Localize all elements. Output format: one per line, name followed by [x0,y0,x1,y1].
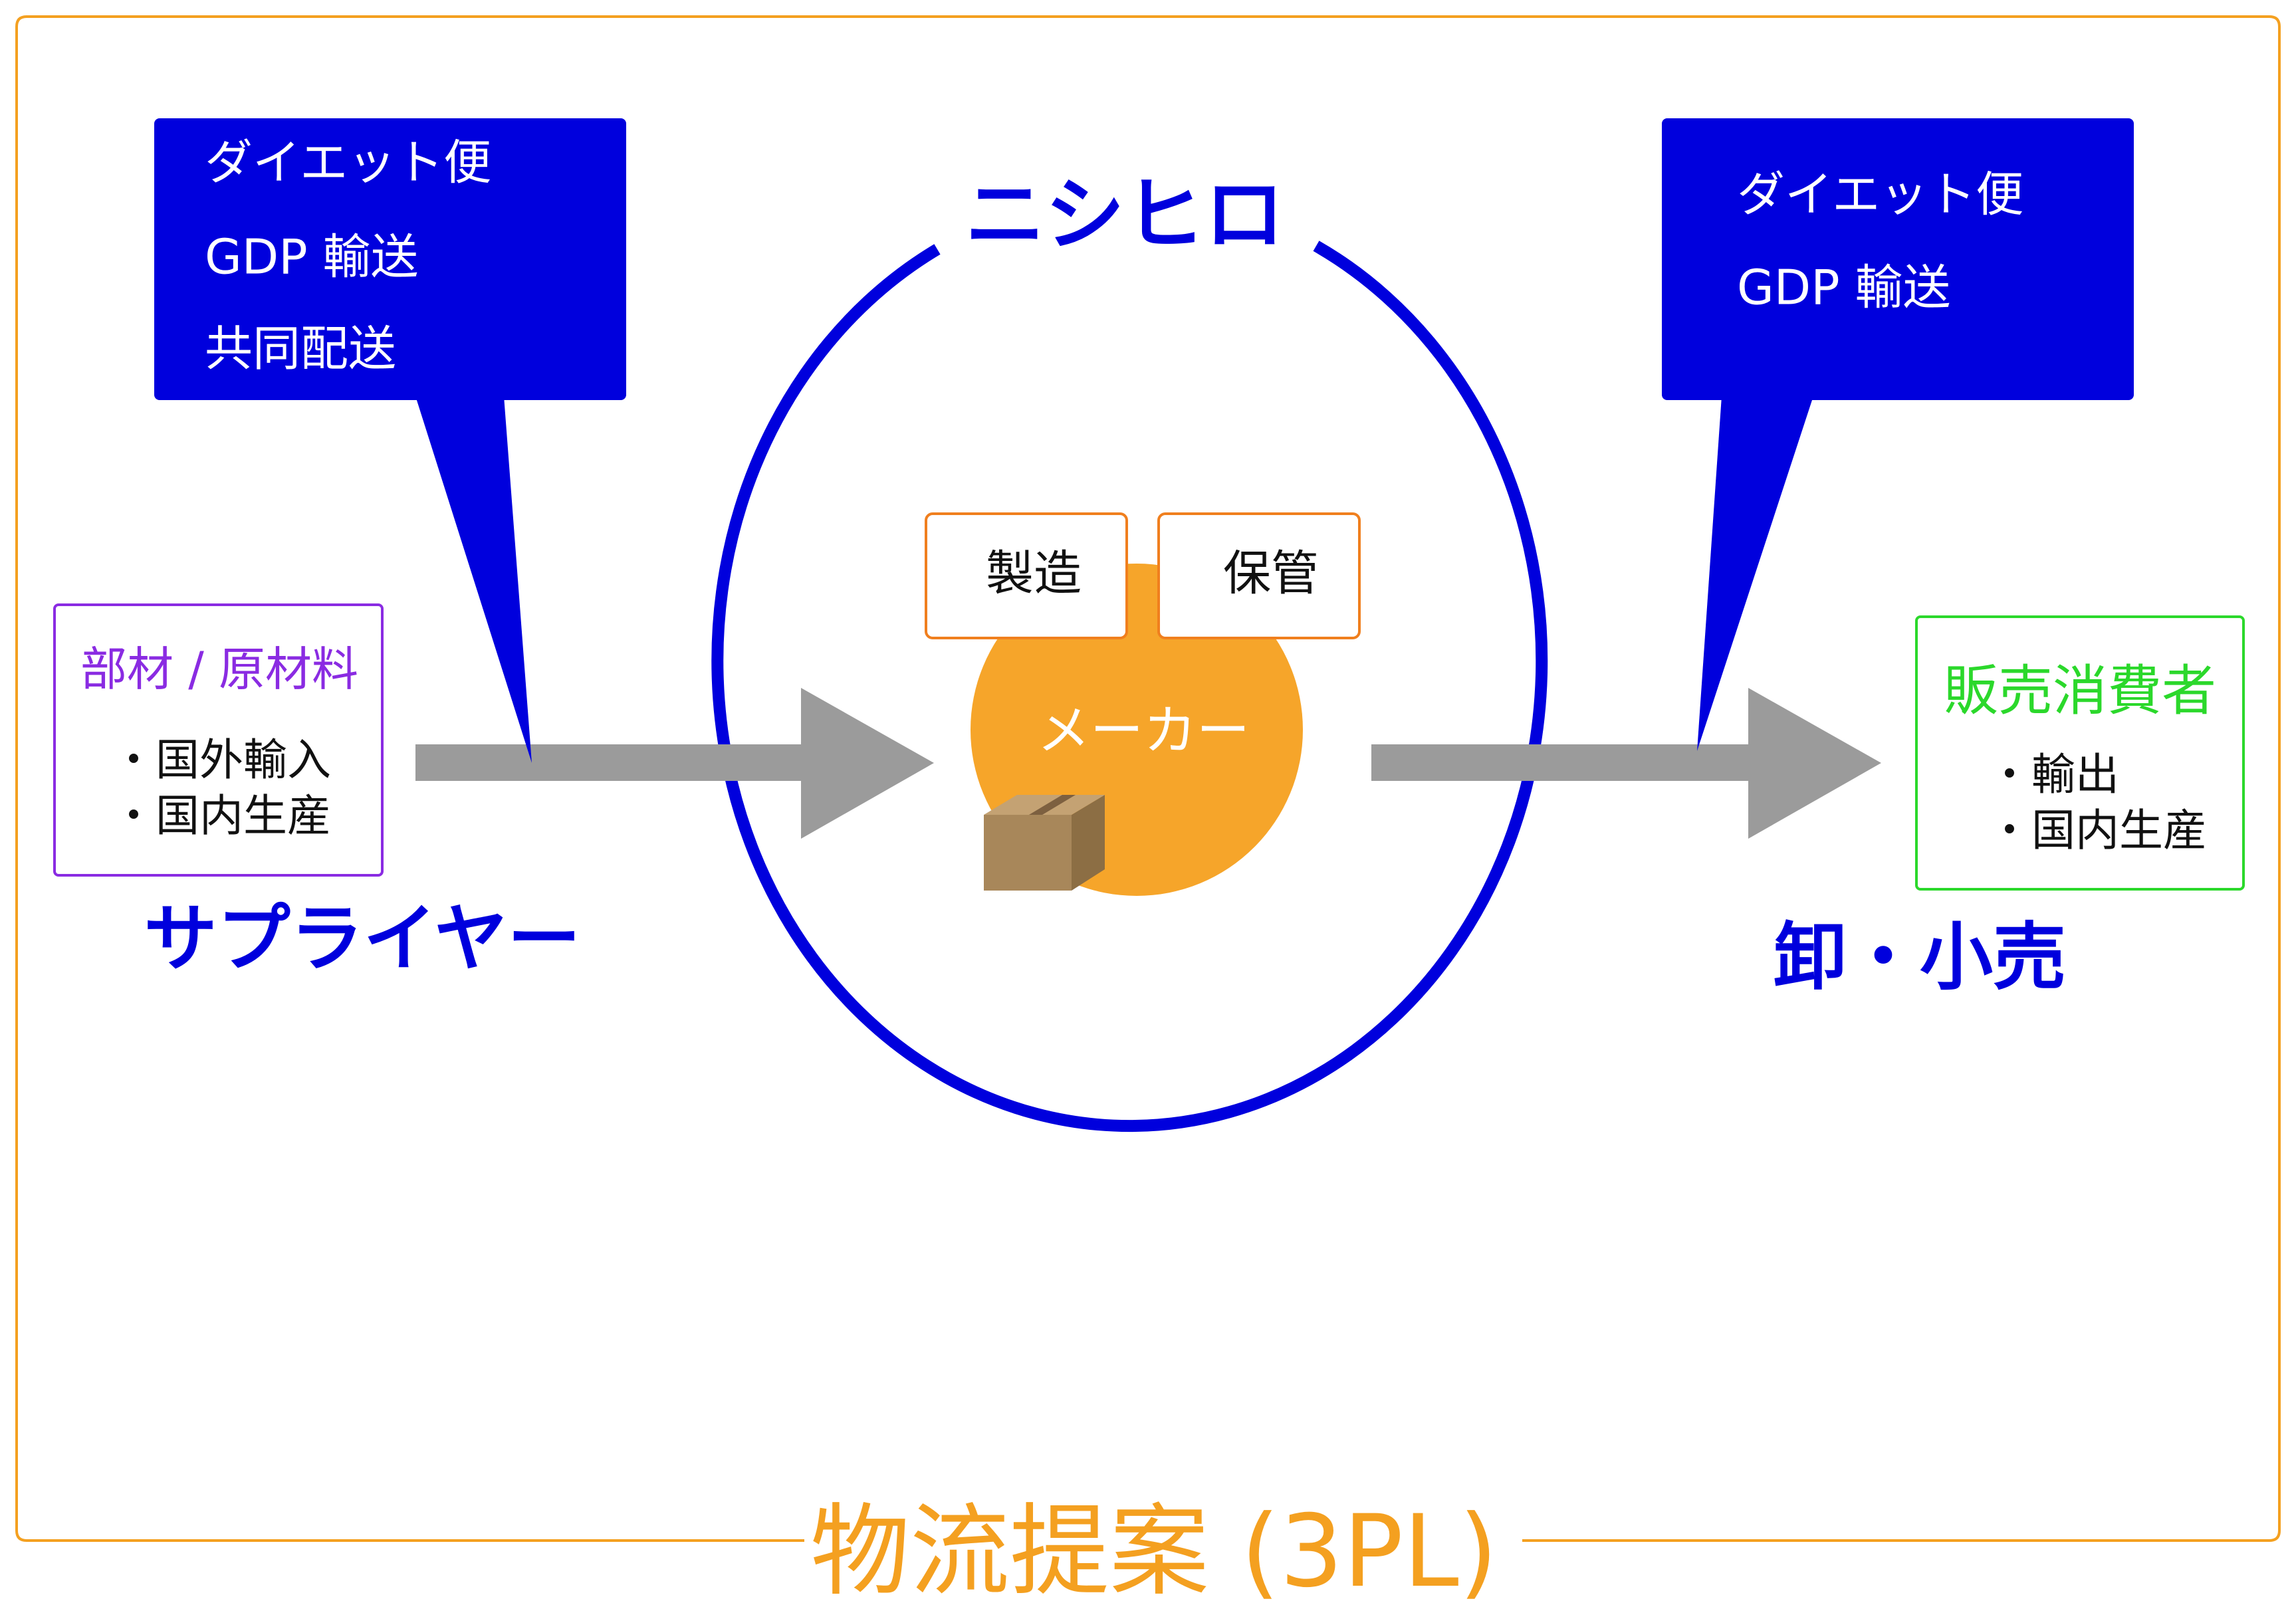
supplier-label: サプライヤー [144,896,581,981]
supplier-to-maker-arrow [415,688,934,839]
frame-title: 物流提案 (3PL) [810,1494,1498,1607]
supplier-box: 部材 / 原材料 ・国外輸入 ・国内生産 [53,603,384,877]
supplier-item: ・国外輸入 [112,734,331,786]
retail-box-title: 販売消費者 [1944,659,2216,722]
supplier-item: ・国内生産 [112,790,331,841]
nishihiro-title: ニシヒロ [965,169,1284,262]
nishihiro-ellipse [711,241,1548,1132]
outer-frame [15,15,2281,1542]
manufacture-label: 製造 [986,546,1082,601]
supplier-box-title: 部材 / 原材料 [80,642,358,696]
cardboard-box-icon [984,795,1105,891]
storage-box: 保管 [1157,512,1361,639]
retail-item: ・国内生産 [1988,805,2207,856]
right-callout-line: ダイエット便 [1737,167,2023,223]
left-callout: ダイエット便 GDP 輸送 共同配送 [154,118,626,763]
right-callout-line: GDP 輸送 [1737,260,1951,316]
left-callout-line: ダイエット便 [205,135,491,191]
left-callout-line: GDP 輸送 [205,229,419,285]
left-callout-line: 共同配送 [205,321,396,377]
storage-label: 保管 [1223,546,1319,601]
maker-to-retail-arrow [1371,688,1881,839]
manufacture-box: 製造 [925,512,1128,639]
retail-label: 卸・小売 [1774,914,2066,1000]
retail-box: 販売消費者 ・輸出 ・国内生産 [1915,615,2245,891]
right-callout: ダイエット便 GDP 輸送 [1662,118,2134,751]
maker-label: メーカー [1037,700,1250,762]
retail-item: ・輸出 [1988,749,2119,800]
